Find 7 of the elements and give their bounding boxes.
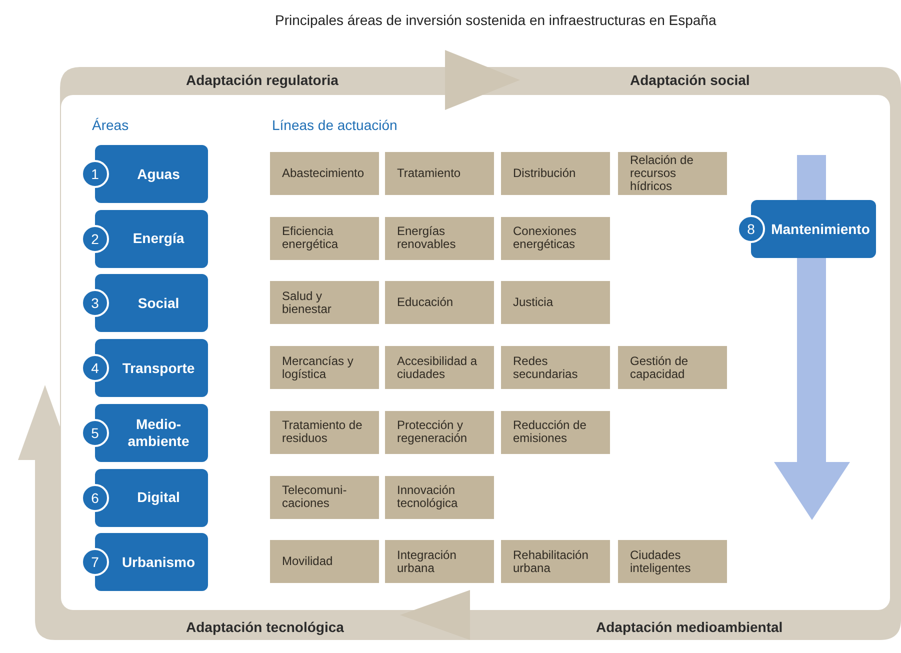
frame-label: Adaptación medioambiental bbox=[596, 619, 783, 635]
diagram-title: Principales áreas de inversión sostenida en infraestructuras en España bbox=[275, 12, 716, 28]
column-heading: Líneas de actuación bbox=[272, 117, 398, 133]
column-heading: Áreas bbox=[92, 117, 129, 133]
frame-label: Adaptación tecnológica bbox=[186, 619, 344, 635]
frame-label: Adaptación regulatoria bbox=[186, 72, 338, 88]
frame-label: Adaptación social bbox=[630, 72, 750, 88]
